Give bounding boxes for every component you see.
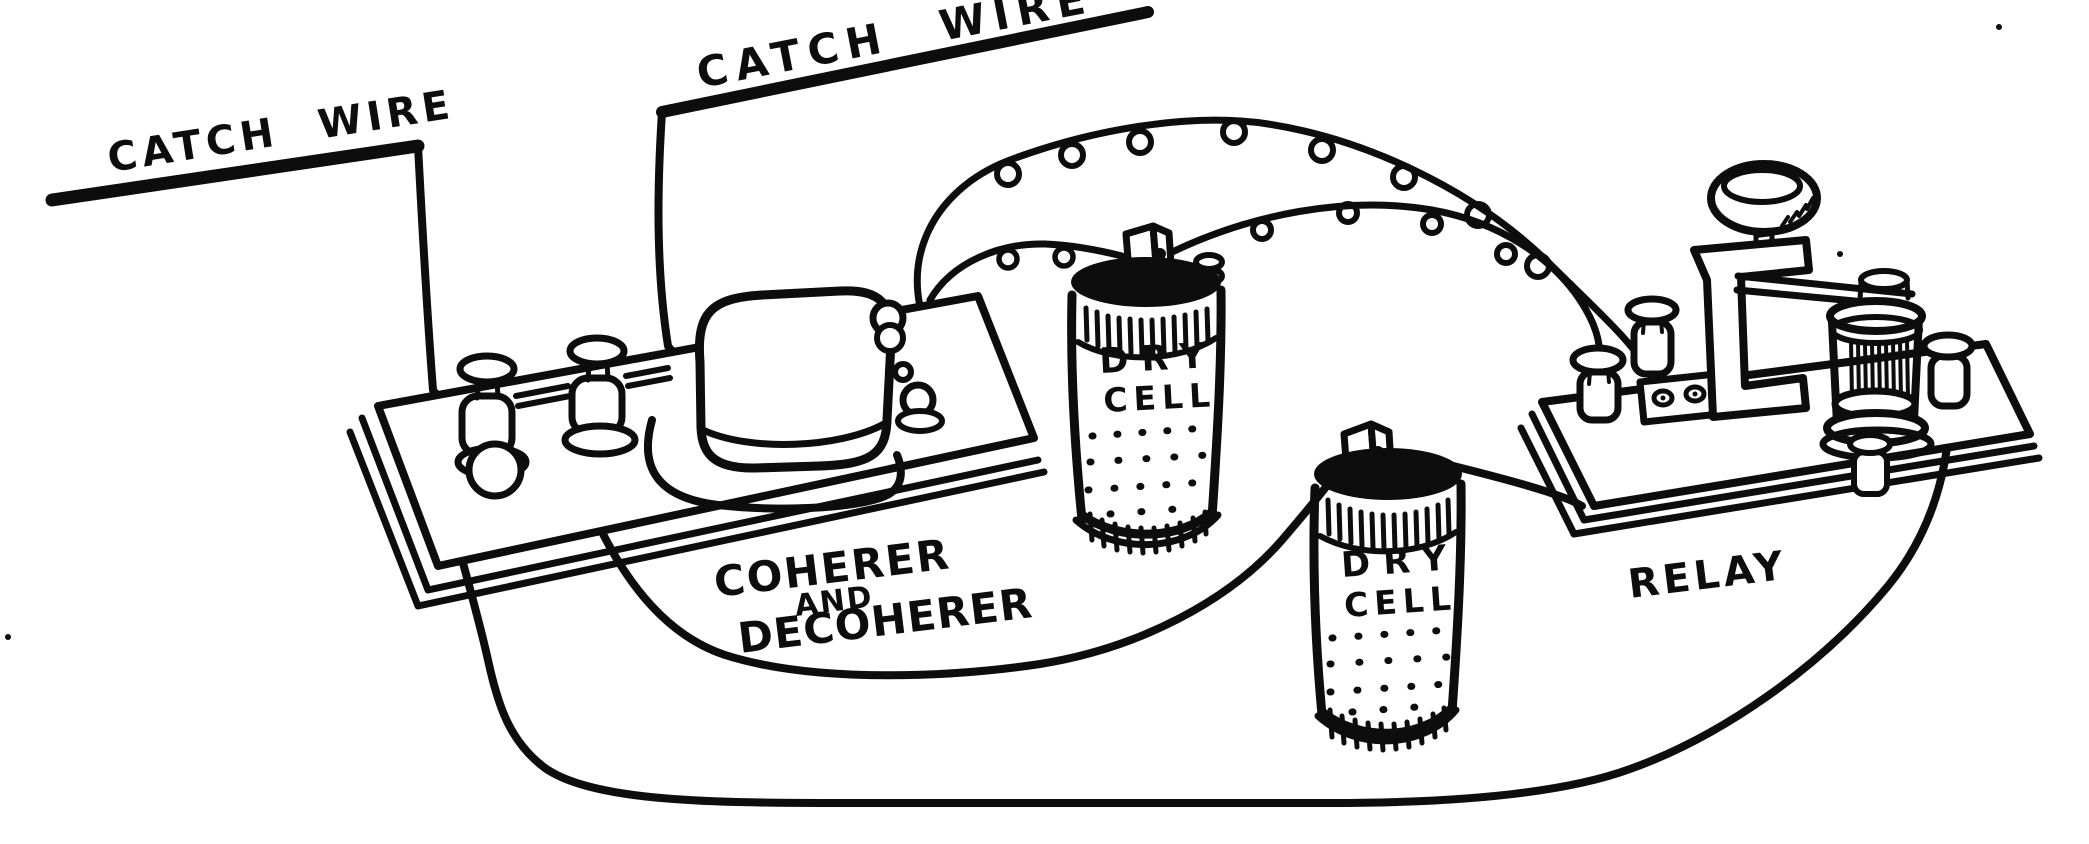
label-dry-cell-2-line2: CELL [1343,578,1458,625]
thumbscrew [1707,160,1821,265]
coherer-board [346,286,1048,610]
wire-coil-loops [1250,201,1518,266]
coherer-to-cell1-wire [926,240,1126,304]
catch-wire-left-line [45,139,425,207]
coherer-cover [694,286,896,473]
bottom-loop-wire [443,408,1954,807]
ink-speck [5,634,11,640]
component-labels: COHERER AND DECOHERER RELAY [711,529,1789,663]
binding-post [1624,295,1680,378]
binding-post [454,352,530,500]
catch-wire-top-line [656,6,1154,118]
label-relay: RELAY [1626,543,1790,608]
relay-coil [1819,268,1935,462]
relay-bracket [1690,236,1813,421]
catch-wire-left-assembly: CATCH WIRE [45,82,466,414]
label-dry-cell-2-line1: DRY [1340,538,1461,586]
binding-post [1847,432,1893,497]
ink-speck [1837,251,1843,257]
relay [1517,160,2043,538]
cell1-to-relay-arc-wire [1156,201,1604,362]
cell-top [1071,257,1221,307]
label-dry-cell-1-line2: CELL [1102,375,1217,420]
dry-cell-2: DRY CELL [1309,420,1466,753]
binding-post [1920,331,1976,410]
ink-speck [1996,24,2002,30]
cell-top [1314,448,1462,500]
decoherer-to-cell2-wire [596,456,1350,680]
binding-post [561,334,639,458]
label-catch-wire-top: CATCH WIRE [693,0,1097,98]
dry-cell-1: DRY CELL [1067,222,1226,556]
label-dry-cell-1-line1: DRY [1098,336,1218,382]
screw-terminal [869,299,945,434]
binding-post [1569,344,1627,424]
coherer-base-plate [644,416,905,513]
